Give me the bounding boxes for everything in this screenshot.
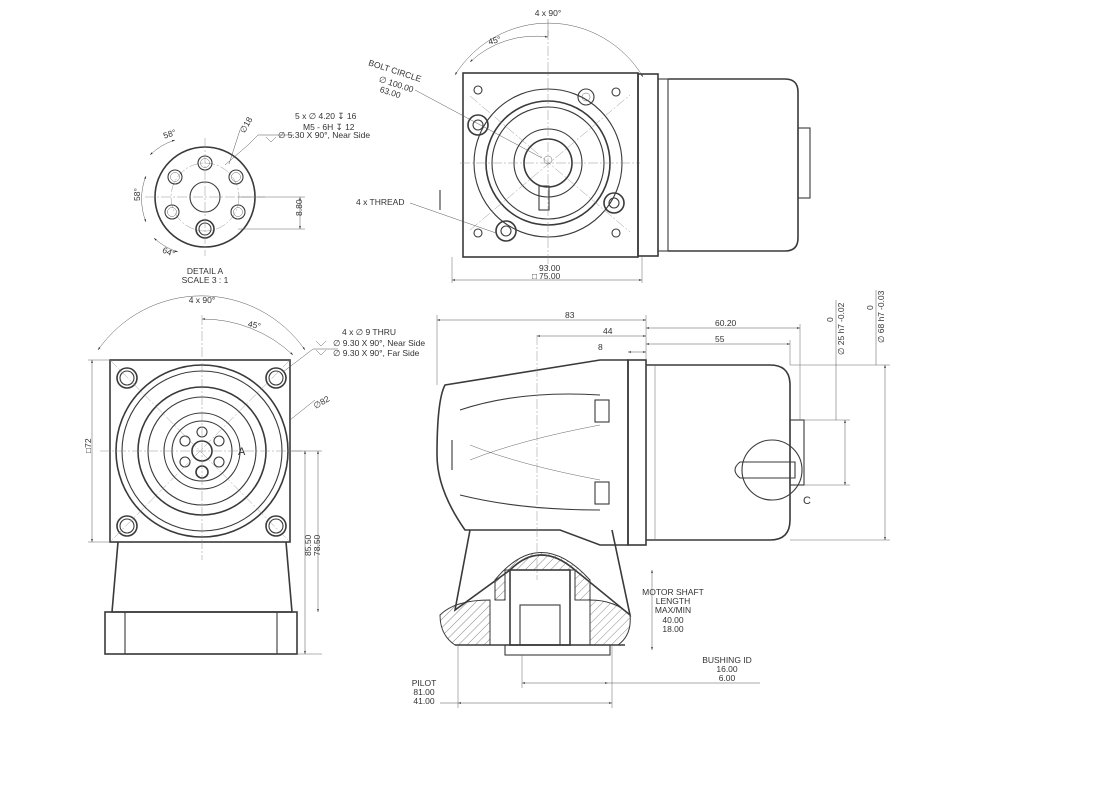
bushing-label: BUSHING ID bbox=[702, 655, 752, 665]
side-view-dia-25: ∅ 25 h7 bbox=[836, 324, 846, 355]
detail-a-dim-8-80: 8.80 bbox=[294, 199, 304, 216]
side-view-motor bbox=[646, 364, 791, 541]
pilot-min: 41.00 bbox=[413, 696, 435, 706]
motor-shaft-min: 18.00 bbox=[662, 624, 684, 634]
side-view: 83 44 8 60.20 55 ∅ 25 h7 0 -0.02 ∅ 68 h7… bbox=[412, 290, 890, 708]
front-view-square-72: □72 bbox=[83, 438, 93, 453]
detail-a-scale: SCALE 3 : 1 bbox=[182, 275, 229, 285]
side-view-dia-68-tol-upper: 0 bbox=[865, 305, 875, 310]
detail-a-title: DETAIL A bbox=[187, 266, 224, 276]
detail-c-marker: C bbox=[803, 495, 811, 507]
front-view-angle-45: 45° bbox=[247, 319, 262, 331]
side-view-dia-25-tol-lower: -0.02 bbox=[836, 302, 846, 322]
detail-a-dia-18: ∅18 bbox=[237, 115, 254, 135]
side-view-dia-25-tol-upper: 0 bbox=[825, 317, 835, 322]
detail-a-callout-line-2: M5 - 6H ↧ 12 bbox=[303, 122, 355, 132]
side-view-housing bbox=[436, 359, 629, 546]
front-view-height-2: 78.50 bbox=[312, 534, 322, 556]
detail-a-angle-left: 58° bbox=[132, 188, 142, 201]
side-view-dim-55: 55 bbox=[715, 334, 725, 344]
top-view: 4 x 90° 45° BOLT CIRCLE ∅ 100.00 63.00 4… bbox=[356, 8, 811, 283]
pilot-max: 81.00 bbox=[413, 687, 435, 697]
detail-a-marker: A bbox=[238, 446, 246, 458]
side-view-dim-60-20: 60.20 bbox=[715, 318, 737, 328]
motor-shaft-max: 40.00 bbox=[662, 615, 684, 625]
motor-shaft-label-1: MOTOR SHAFT bbox=[642, 587, 704, 597]
side-view-dim-83: 83 bbox=[565, 310, 575, 320]
motor-shaft-label-2: LENGTH bbox=[656, 596, 690, 606]
front-view-height-1: 85.50 bbox=[303, 534, 313, 556]
front-view: 4 x ∅ 9 THRU ∅ 9.30 X 90°, Near Side ∅ 9… bbox=[83, 295, 425, 655]
front-view-bolt-holes bbox=[116, 367, 287, 537]
bushing-max: 16.00 bbox=[716, 664, 738, 674]
front-view-callout-line-2: ∅ 9.30 X 90°, Near Side bbox=[333, 338, 425, 348]
detail-a-callout-line-1: 5 x ∅ 4.20 ↧ 16 bbox=[295, 111, 357, 121]
motor-shaft-label-3: MAX/MIN bbox=[655, 605, 691, 615]
top-view-angle-45: 45° bbox=[487, 34, 502, 47]
side-view-dim-8: 8 bbox=[598, 342, 603, 352]
front-view-dia-82: ∅82 bbox=[312, 393, 332, 410]
top-view-width-1: 93.00 bbox=[539, 263, 561, 273]
front-view-angle-count: 4 x 90° bbox=[189, 295, 216, 305]
detail-a-angle-top: 58° bbox=[162, 127, 177, 140]
top-view-motor bbox=[668, 78, 799, 252]
detail-c-circle bbox=[741, 439, 803, 501]
square-symbol: □ bbox=[532, 271, 537, 281]
thread-label: 4 x THREAD bbox=[356, 197, 405, 207]
side-view-dim-44: 44 bbox=[603, 326, 613, 336]
front-view-callout-line-3: ∅ 9.30 X 90°, Far Side bbox=[333, 348, 420, 358]
side-view-dia-68-tol-lower: -0.03 bbox=[876, 290, 886, 310]
bushing-min: 6.00 bbox=[719, 673, 736, 683]
detail-a-callout-line-3: ∅ 5.30 X 90°, Near Side bbox=[278, 130, 370, 140]
detail-a-view: 5 x ∅ 4.20 ↧ 16 M5 - 6H ↧ 12 ∅ 5.30 X 90… bbox=[132, 111, 370, 285]
detail-a-angle-bottom: 64° bbox=[161, 245, 177, 259]
pilot-label: PILOT bbox=[412, 678, 437, 688]
side-view-dia-68: ∅ 68 h7 bbox=[876, 312, 886, 343]
top-view-angle-count: 4 x 90° bbox=[535, 8, 562, 18]
front-view-callout-line-1: 4 x ∅ 9 THRU bbox=[342, 327, 396, 337]
top-view-width-2: 75.00 bbox=[539, 271, 561, 281]
top-view-bolt-holes bbox=[467, 85, 625, 242]
